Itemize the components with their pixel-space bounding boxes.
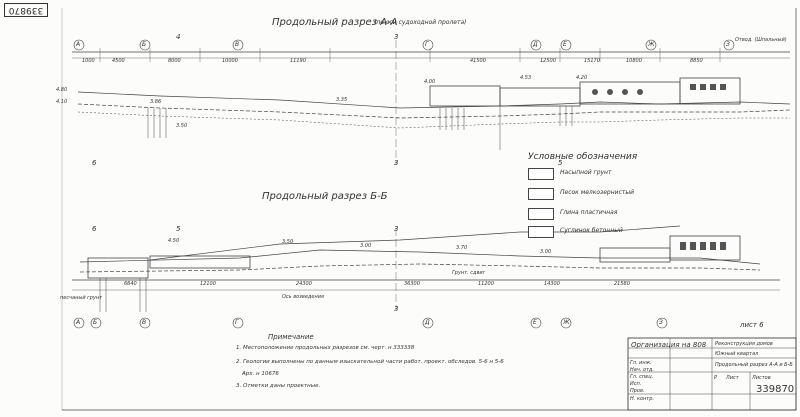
axis-number: 3 [394, 305, 399, 313]
axis-aa-d: Д [533, 41, 538, 48]
dim-label: 10800 [626, 58, 642, 64]
axis-bb-d: Д [425, 319, 430, 326]
axis-number: 3 [394, 33, 399, 41]
elevation-mark: 3.50 [176, 123, 188, 129]
dim-label: 1000 [82, 58, 95, 64]
dim-label: 41500 [470, 58, 486, 64]
tb-role: Нач. отд. [630, 367, 654, 373]
dim-label: 15170 [584, 58, 600, 64]
legend-item: Глина пластичная [560, 209, 618, 216]
dim-label: 4500 [112, 58, 125, 64]
axis-bb-a: А [76, 319, 81, 326]
dim-label: 8000 [168, 58, 181, 64]
axis-number: 5 [558, 159, 563, 167]
tb-location: Южный квартал [715, 351, 759, 357]
dim-label: 11190 [290, 58, 306, 64]
axis-bb-z: З [659, 319, 663, 326]
dim-label: 8850 [690, 58, 703, 64]
axis-number: 4 [176, 33, 181, 41]
tb-role: Исп. [630, 381, 642, 387]
section-aa-note: Отвод. (Шпальный) [735, 37, 787, 43]
dim-label: 11200 [478, 281, 494, 287]
dim-label: 12500 [540, 58, 556, 64]
tb-org: Организация на 808 [631, 341, 707, 349]
elevation-mark: 3.00 [360, 243, 372, 249]
axis-aa-e: Е [563, 41, 567, 48]
dim-label: 21580 [614, 281, 630, 287]
dim-label: 6640 [124, 281, 137, 287]
legend-swatch-clay [528, 208, 554, 220]
bb-label: Ось возведения [282, 294, 324, 300]
legend-swatch-loam [528, 226, 554, 238]
tb-sheets: Листов [752, 375, 771, 381]
elevation-mark: 3.50 [282, 239, 294, 245]
note-item: 1. Местоположение продольных разрезов см… [236, 345, 415, 351]
elevation-mark: 4.53 [520, 75, 532, 81]
elevation-mark: 4.00 [424, 79, 436, 85]
notes-title: Примечание [268, 333, 314, 341]
legend-item: Суглинок бетонный [560, 227, 623, 234]
axis-aa-zh: Ж [648, 41, 655, 48]
axis-bb-v: В [142, 319, 147, 326]
elevation-mark: 3.00 [540, 249, 552, 255]
axis-number: 3 [394, 225, 399, 233]
axis-aa-v: В [235, 41, 240, 48]
section-aa-subtitle: (по оси судоходной пролета) [374, 19, 467, 26]
bb-label: песчаный грунт [60, 295, 103, 301]
dim-label: 12100 [200, 281, 216, 287]
elevation-mark: 4.50 [168, 238, 180, 244]
elevation-mark: 3.35 [336, 97, 348, 103]
axis-number: 5 [176, 225, 181, 233]
axis-aa-a: А [76, 41, 81, 48]
bb-label: Грунт. сдвиг [452, 270, 486, 276]
elevation-mark: 4.20 [576, 75, 588, 81]
tb-stage: Р [714, 375, 718, 381]
elevation-mark: 3.70 [456, 245, 468, 251]
tb-sheet: Лист [726, 375, 739, 381]
tb-role: Гл. спец. [630, 374, 654, 380]
axis-number: 6 [92, 159, 97, 167]
elevation-mark: 3.86 [150, 99, 162, 105]
tb-role: Н. контр. [630, 396, 654, 402]
legend-item: Насыпной грунт [560, 169, 612, 176]
tb-project: Реконструкция домов [715, 341, 773, 347]
axis-aa-z: З [726, 41, 730, 48]
section-aa-title: Продольный разрез А-А [272, 17, 398, 28]
elevation-mark: 4.80 [56, 87, 68, 93]
legend-swatch-fill [528, 168, 554, 180]
axis-aa-b: Б [142, 41, 147, 48]
dim-label: 24300 [296, 281, 312, 287]
axis-aa-g: Г [425, 41, 429, 48]
tb-role: Пров. [630, 388, 645, 394]
axis-bb-b: Б [93, 319, 98, 326]
note-item: Арх. н 10676 [242, 371, 279, 377]
axis-number: 3 [394, 159, 399, 167]
elevation-mark: 4.10 [56, 99, 68, 105]
legend-title: Условные обозначения [528, 152, 638, 162]
dim-label: 10000 [222, 58, 238, 64]
axis-bb-zh: Ж [563, 319, 570, 326]
tb-role: Гл. инж. [630, 360, 652, 366]
section-bb-title: Продольный разрез Б-Б [262, 191, 388, 202]
legend-item: Песок мелкозернистый [560, 189, 634, 196]
axis-bb-e: Е [533, 319, 537, 326]
sheet-label: лист 6 [740, 321, 764, 329]
note-item: 2. Геологии выполнены по данным изыскате… [236, 359, 504, 365]
note-item: 3. Отметки даны проектные. [236, 383, 321, 389]
dim-label: 14300 [544, 281, 560, 287]
tb-number: 339870 [756, 384, 795, 395]
legend-swatch-sand [528, 188, 554, 200]
tb-drawing-title: Продольный разрез А-А и Б-Б [715, 362, 793, 368]
dim-label: 36300 [404, 281, 420, 287]
axis-number: 6 [92, 225, 97, 233]
axis-bb-g: Г [235, 319, 239, 326]
